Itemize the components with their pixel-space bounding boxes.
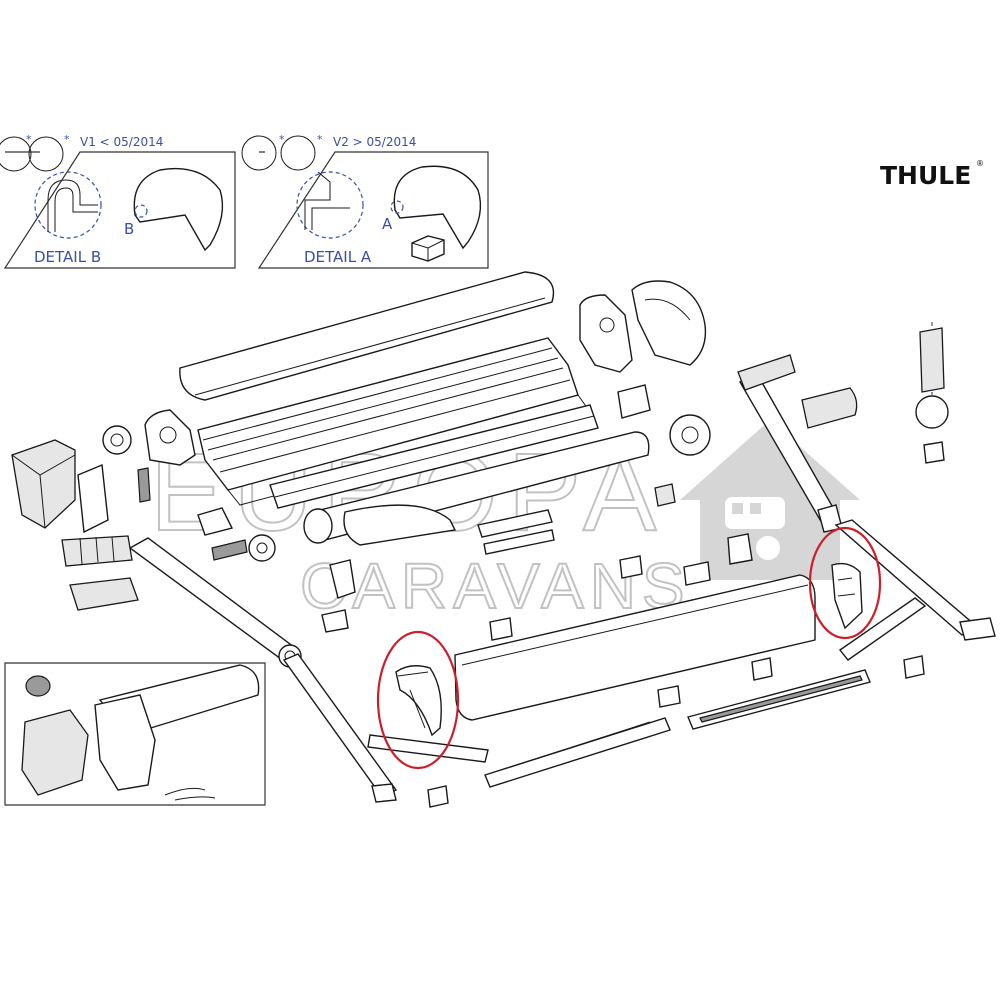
- clip-parts: [321, 509, 925, 808]
- detail-caption: DETAIL A: [304, 248, 372, 266]
- right-gear-assembly: [617, 384, 711, 456]
- left-gear-assembly: [102, 425, 151, 503]
- left-motor-unit: [61, 535, 133, 567]
- left-winch-housing: [11, 439, 76, 529]
- ref-circle: [28, 136, 64, 172]
- top-cover: [179, 271, 555, 401]
- detail-marker: B: [124, 220, 134, 238]
- profile-detail-b: [47, 179, 98, 232]
- left-end-cap[interactable]: [376, 630, 460, 770]
- detail-magnifier: [296, 171, 364, 239]
- end-cap-illustration: [133, 167, 224, 252]
- right-arm: [737, 354, 996, 661]
- right-end-cap-closed: [631, 280, 707, 366]
- inset-box-motor: [4, 662, 266, 806]
- ref-circle: [0, 136, 32, 172]
- detail-star: *: [26, 133, 32, 146]
- detail-box-v1: * * V1 < 05/2014 DETAIL B B: [0, 133, 236, 269]
- left-end-plate: [144, 409, 196, 466]
- detail-caption: DETAIL B: [34, 248, 101, 266]
- highlight-circle: [808, 526, 882, 640]
- lower-cover-plate: [269, 404, 599, 509]
- detail-version-label: V2 > 05/2014: [333, 135, 416, 149]
- support-leg-exploded: [915, 322, 949, 464]
- profile-detail-a: [304, 171, 350, 230]
- left-arm: [128, 537, 398, 803]
- left-bracket: [77, 463, 109, 534]
- brand-logo: THULE: [880, 161, 971, 190]
- lower-rail-left: [484, 717, 671, 788]
- highlight-circle: [376, 630, 460, 770]
- inset-cable: [164, 787, 216, 801]
- detail-version-label: V1 < 05/2014: [80, 135, 163, 149]
- cassette-profile: [197, 337, 591, 506]
- right-cassette-end: [801, 387, 858, 429]
- right-end-cap-open: [579, 294, 633, 373]
- left-cover-block: [69, 577, 139, 611]
- detail-star: *: [279, 133, 285, 146]
- detail-star: *: [317, 133, 323, 146]
- detail-marker: A: [382, 215, 393, 233]
- detail-magnifier: [34, 171, 102, 239]
- fabric-roll: [343, 504, 457, 546]
- small-block-part: [411, 235, 445, 262]
- inset-gearbox: [94, 694, 156, 791]
- inset-winch-cover: [21, 709, 89, 796]
- left-sprocket-assembly: [197, 507, 276, 562]
- end-cap-illustration: [393, 165, 482, 250]
- ref-circle: [280, 135, 316, 171]
- right-small-block: [654, 483, 676, 507]
- registered-mark-icon: ®: [976, 159, 984, 168]
- lower-rail-right: [687, 669, 871, 730]
- ref-circle: [241, 135, 277, 171]
- right-end-cap[interactable]: [808, 526, 882, 640]
- caravan-house-icon: [680, 420, 860, 580]
- detail-star: *: [64, 133, 70, 146]
- inset-cap: [25, 675, 51, 697]
- detail-box-v2: * * V2 > 05/2014 DETAIL A A: [241, 133, 489, 269]
